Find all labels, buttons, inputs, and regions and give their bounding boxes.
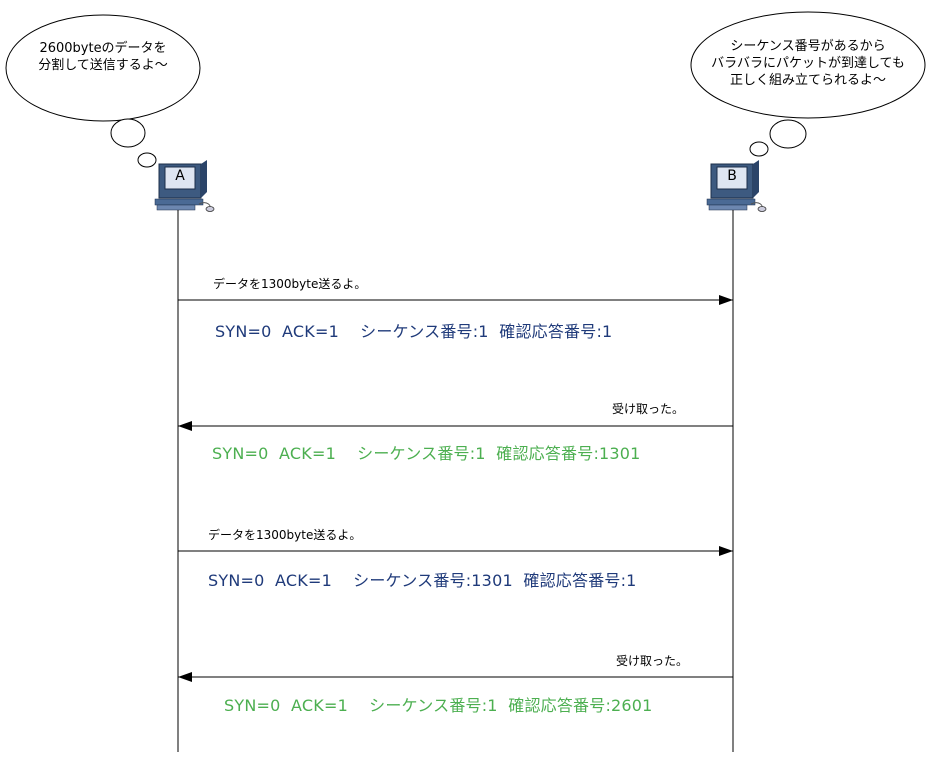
message-note: データを1300byte送るよ。 — [213, 277, 367, 291]
bubble-b-text: シーケンス番号があるから バラバラにパケットが到達しても 正しく組み立てられるよ… — [693, 38, 923, 89]
message-header-outbound: SYN=0 ACK=1 シーケンス番号:1301 確認応答番号:1 — [208, 571, 637, 590]
bubble-a-line: 分割して送信するよ～ — [38, 58, 168, 73]
bubble-b-line: シーケンス番号があるから — [730, 39, 886, 54]
message-header-inbound: SYN=0 ACK=1 シーケンス番号:1 確認応答番号:2601 — [224, 696, 653, 715]
bubble-b-line: バラバラにパケットが到達しても — [711, 56, 905, 71]
message-note: 受け取った。 — [612, 402, 685, 416]
bubble-a-text: 2600byteのデータを 分割して送信するよ～ — [8, 40, 198, 74]
message-header-inbound: SYN=0 ACK=1 シーケンス番号:1 確認応答番号:1301 — [212, 444, 641, 463]
message-note: データを1300byte送るよ。 — [208, 528, 362, 542]
host-label-b: B — [727, 168, 737, 184]
message-note: 受け取った。 — [616, 654, 689, 668]
computer-icon — [706, 160, 767, 212]
thought-bubble-b — [690, 11, 926, 157]
message-header-outbound: SYN=0 ACK=1 シーケンス番号:1 確認応答番号:1 — [215, 322, 613, 341]
computer-icon — [154, 160, 215, 212]
bubble-a-line: 2600byteのデータを — [39, 41, 167, 56]
thought-bubble-a — [5, 14, 201, 168]
host-label-a: A — [175, 168, 185, 184]
bubble-b-line: 正しく組み立てられるよ～ — [729, 73, 886, 88]
